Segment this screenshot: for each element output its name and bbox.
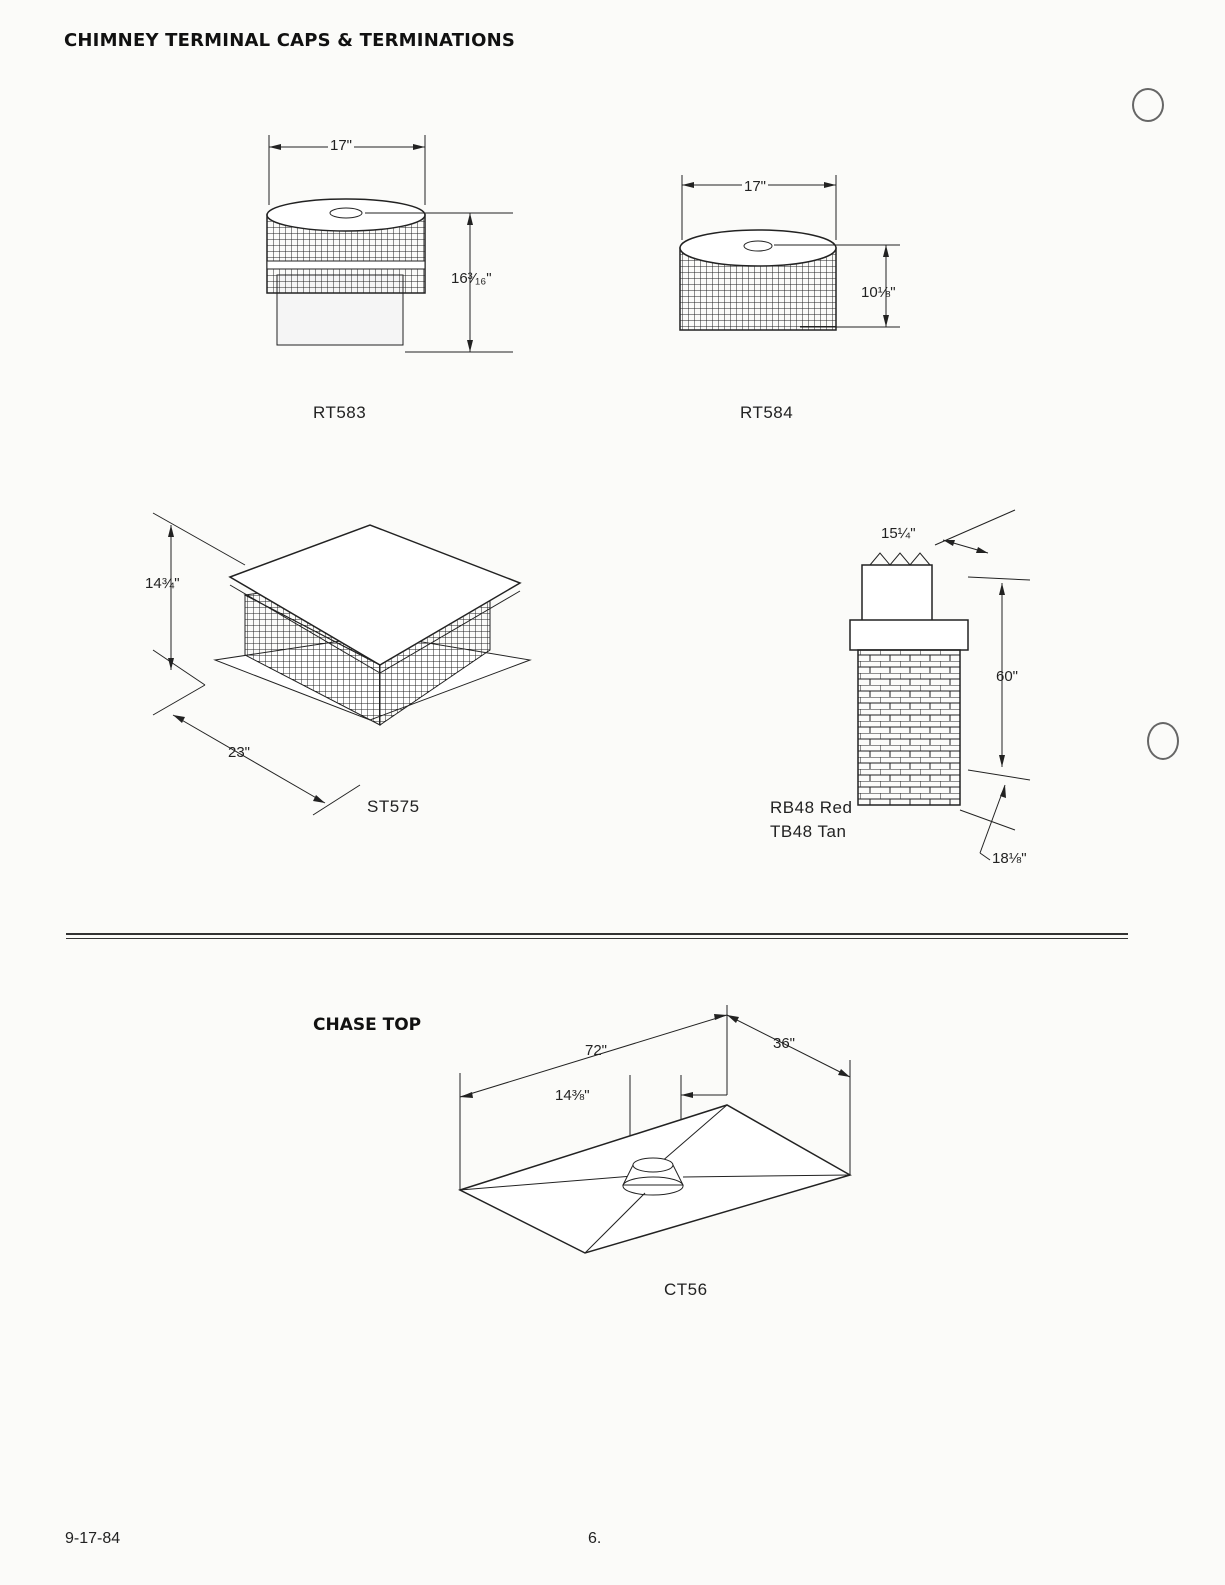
ct56-width-label: 36" [773,1035,795,1052]
rt584-height-label: 10⅛" [861,284,896,301]
rt584-drawing [670,170,930,350]
ct56-model-label: CT56 [664,1280,708,1300]
ct56-offset-label: 14⅜" [555,1087,590,1104]
st575-model-label: ST575 [367,797,420,817]
rt583-drawing [255,125,535,365]
rt583-width-label: 17" [328,137,354,154]
footer-page-number: 6. [588,1530,601,1548]
hole-punch-mark-middle [1147,722,1179,760]
chimney-top-label: 15¼" [881,525,916,542]
chase-top-heading: CHASE TOP [313,1015,421,1035]
st575-height-label: 14¾" [145,575,180,592]
chimney-tan-model-label: TB48 Tan [770,822,846,842]
chimney-height-label: 60" [996,668,1018,685]
chimney-drawing [840,505,1040,865]
st575-drawing [145,505,545,825]
rt584-model-label: RT584 [740,403,793,423]
section-divider-second [66,938,1128,939]
section-divider [66,933,1128,935]
page-title: CHIMNEY TERMINAL CAPS & TERMINATIONS [64,30,515,51]
ct56-length-label: 72" [585,1042,607,1059]
hole-punch-mark-top [1132,88,1164,122]
chimney-base-label: 18⅛" [992,850,1027,867]
footer-date: 9-17-84 [65,1530,120,1548]
rt583-height-label: 16³⁄₁₆" [451,270,492,287]
ct56-drawing [445,1005,865,1265]
st575-width-label: 23" [228,744,250,761]
rt583-model-label: RT583 [313,403,366,423]
rt584-width-label: 17" [742,178,768,195]
chimney-red-model-label: RB48 Red [770,798,852,818]
